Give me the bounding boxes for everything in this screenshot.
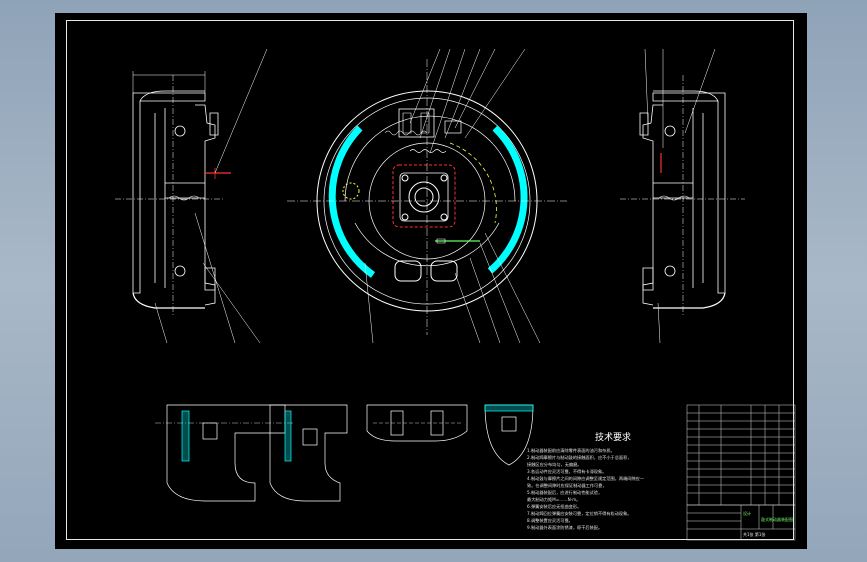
technical-notes: 技术要求 1.制动器装配前应清除零件表面的油污和杂质。 2.制动蹄摩擦片与制动鼓… xyxy=(527,431,644,531)
drawing-frame xyxy=(66,20,794,540)
note-line: 7.制动蹄回位弹簧应安装可靠，定位销不得有松动现象。 xyxy=(527,510,632,517)
note-line: 接触区应分布均匀，无偏磨。 xyxy=(527,461,581,468)
note-line: 6.弹簧安装后应无扭曲变形。 xyxy=(527,503,581,510)
right-section-view xyxy=(620,75,745,315)
note-line: 5.制动器装配后，应进行制动性能试验， xyxy=(527,489,602,496)
note-line: 最大制动力矩M=……N·m。 xyxy=(527,496,580,503)
note-line: 1.制动器装配前应清除零件表面的油污和杂质。 xyxy=(527,447,615,454)
note-line: 致。在调整间隙时应保证制动器工作可靠， xyxy=(527,482,607,489)
note-line: 4.制动鼓与摩擦片之间的间隙应调整至规定范围，两端间隙应一 xyxy=(527,475,644,482)
note-line: 8.调整装置应灵活可靠。 xyxy=(527,517,573,524)
note-line: 9.制动器外表面涂防锈漆，晾干后装配。 xyxy=(527,524,602,531)
main-front-view xyxy=(287,59,567,335)
notes-title: 技术要求 xyxy=(595,431,631,443)
note-line: 2.制动蹄摩擦片与制动鼓的接触面积，应不小于总面积， xyxy=(527,454,632,461)
leader-lines xyxy=(154,48,716,344)
detail-section-a xyxy=(155,404,295,502)
parts-list xyxy=(686,404,796,506)
title-block xyxy=(686,504,796,541)
note-line: 3.各运动件应灵活可靠，不得有卡滞现象。 xyxy=(527,468,606,475)
title-block-sheet: 共1张 第1张 xyxy=(743,531,765,537)
detail-section-c xyxy=(366,404,468,442)
title-block-school: 设计 xyxy=(743,510,751,516)
assembly-drawing: 技术要求 1.制动器装配前应清除零件表面的油污和杂质。 2.制动蹄摩擦片与制动鼓… xyxy=(115,48,796,541)
cad-viewport[interactable]: 技术要求 1.制动器装配前应清除零件表面的油污和杂质。 2.制动蹄摩擦片与制动鼓… xyxy=(55,13,807,549)
title-block-drawing-name: 鼓式制动器装配图 xyxy=(761,516,793,522)
detail-section-d xyxy=(484,404,534,466)
left-section-view xyxy=(115,71,231,315)
detail-section-b xyxy=(269,404,348,502)
